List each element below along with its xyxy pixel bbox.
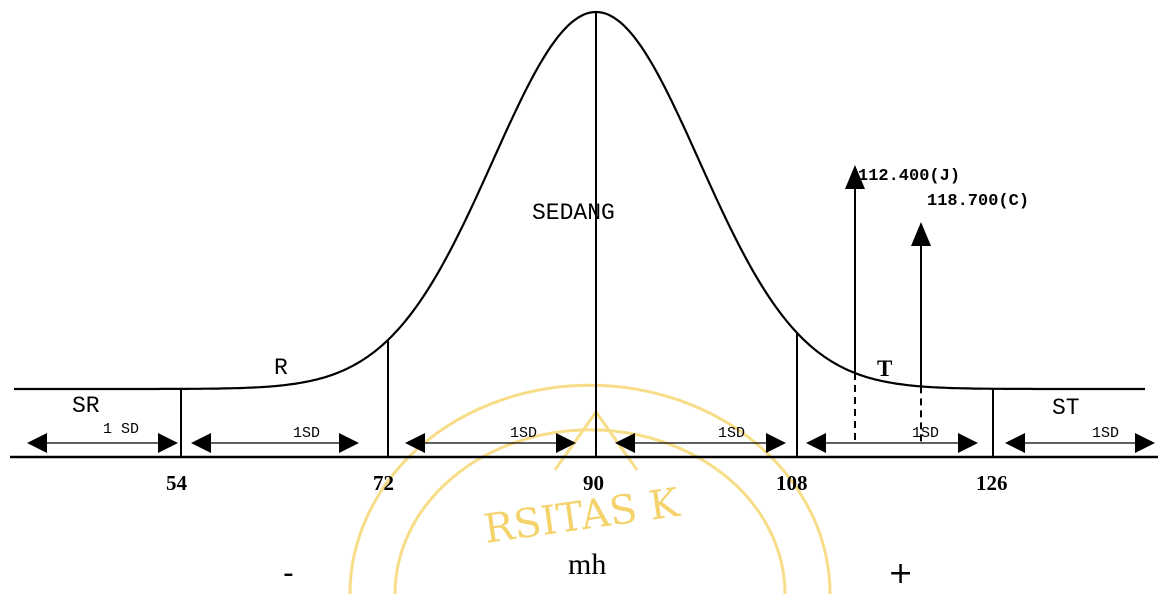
zone-label-t: T [877,356,892,381]
value-arrows [845,165,931,442]
sd-label-2: 1SD [293,425,320,442]
zone-label-sr: SR [72,393,100,419]
sd-arrow-1 [27,433,178,453]
tick-label-90: 90 [583,471,604,495]
sd-label-1: 1 SD [103,421,139,438]
minus-sign: - [283,556,294,591]
tick-label-54: 54 [166,471,188,495]
sd-arrow-2 [191,433,359,453]
point-label-j: 112.400(J) [858,167,960,186]
zone-label-r: R [274,355,288,381]
tick-label-108: 108 [776,471,808,495]
sd-arrow-5 [806,433,978,453]
center-label: SEDANG [532,200,615,226]
tick-label-126: 126 [976,471,1008,495]
axis-label-mh: mh [568,548,606,581]
sd-label-6: 1SD [1092,425,1119,442]
sd-label-3: 1SD [510,425,537,442]
bell-curve [14,10,1145,391]
plus-sign: + [888,556,913,591]
sd-arrow-3 [405,433,576,453]
sd-arrows [27,433,1155,453]
value-arrow-c [911,222,931,442]
value-arrow-j [845,165,865,442]
sd-label-4: 1SD [718,425,745,442]
tick-label-72: 72 [373,471,394,495]
sd-label-5: 1SD [912,425,939,442]
sd-arrow-4 [615,433,786,453]
point-label-c: 118.700(C) [927,192,1029,211]
divider-lines [180,12,994,457]
zone-label-st: ST [1052,395,1080,421]
sd-arrow-6 [1005,433,1155,453]
